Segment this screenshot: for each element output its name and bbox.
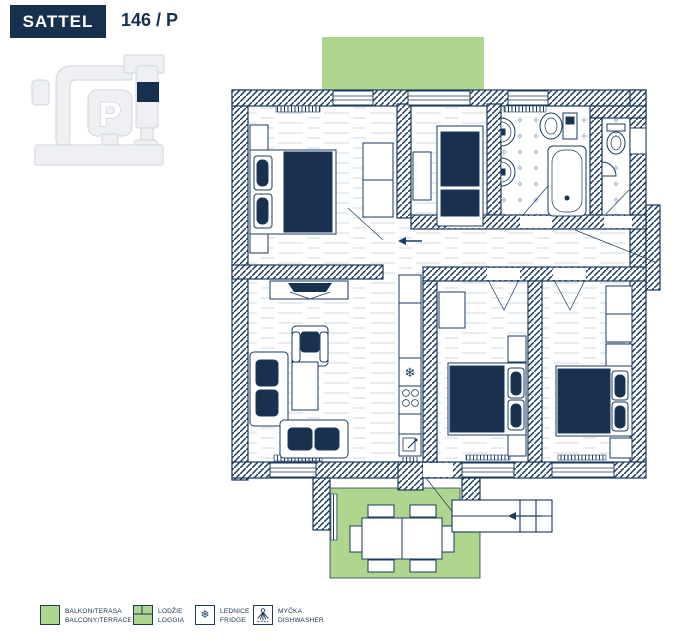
dishwasher-swatch xyxy=(253,605,273,625)
balcony-label: BALKON/TERASA BALCONY/TERRACE xyxy=(65,608,132,624)
bedroom-3-furniture xyxy=(438,291,527,457)
entrance-steps xyxy=(451,499,553,533)
fridge-label: LEDNICE FRIDGE xyxy=(220,608,250,624)
building-locator: P xyxy=(31,54,165,166)
loggia-swatch xyxy=(133,605,153,625)
loggia-lines-icon xyxy=(134,606,152,615)
fridge-swatch: ❄ xyxy=(195,605,215,625)
wc-fixtures xyxy=(601,123,626,177)
kitchen xyxy=(398,274,422,463)
legend-item-balcony: BALKON/TERASA BALCONY/TERRACE xyxy=(40,605,132,626)
legend-item-loggia: LODŽIE LOGGIA xyxy=(133,605,184,626)
windows xyxy=(269,90,647,478)
dishwasher-label: MYČKA DISHWASHER xyxy=(278,608,324,624)
loggia-label: LODŽIE LOGGIA xyxy=(158,608,185,624)
snowflake-icon: ❄ xyxy=(405,366,416,381)
dishwasher-icon xyxy=(402,457,418,463)
unit-location-marker xyxy=(137,82,159,102)
dining-set xyxy=(349,504,455,573)
legend-item-fridge: ❄ LEDNICE FRIDGE xyxy=(195,605,250,626)
bedroom-2-furniture xyxy=(412,125,484,227)
living-room-furniture xyxy=(249,280,349,459)
bedroom-1-furniture xyxy=(249,124,394,254)
balcony-swatch xyxy=(40,605,60,625)
snowflake-icon: ❄ xyxy=(200,608,210,621)
bedroom-4-furniture xyxy=(555,285,633,459)
stove xyxy=(398,385,422,415)
unit-number: 146 / P xyxy=(121,10,179,30)
bathroom-fixtures xyxy=(500,112,587,217)
window-glass-lines xyxy=(270,95,614,473)
legend-item-dishwasher: MYČKA DISHWASHER xyxy=(253,605,324,626)
project-title: SATTEL xyxy=(22,11,94,31)
locator-building-label: P xyxy=(99,96,122,134)
spray-icon xyxy=(257,608,269,622)
entry-arrow xyxy=(398,237,422,245)
project-title-badge: SATTEL xyxy=(10,5,106,38)
balcony-area xyxy=(322,37,484,90)
